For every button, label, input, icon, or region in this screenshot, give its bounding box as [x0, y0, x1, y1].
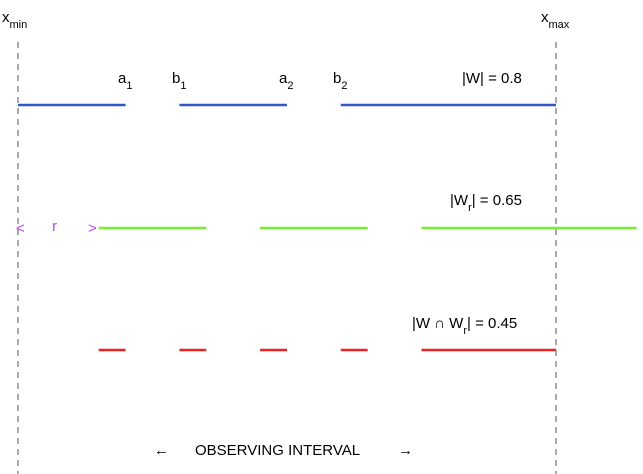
caption-left-arrow: ← — [154, 442, 169, 459]
b1-label: b1 — [172, 70, 186, 92]
a2-label: a2 — [279, 70, 293, 92]
caption-text: OBSERVING INTERVAL — [195, 442, 360, 459]
caption-right-arrow: → — [398, 442, 413, 459]
a1-label: a1 — [118, 70, 132, 92]
wr-size-label: |Wr| = 0.65 — [450, 192, 522, 214]
shift-right-arrow: > — [88, 220, 97, 237]
shift-r-label: r — [52, 218, 57, 235]
x-max-label: xmax — [541, 9, 570, 31]
x-min-label: xmin — [2, 9, 27, 31]
b2-label: b2 — [333, 70, 347, 92]
segments-layer — [18, 103, 637, 352]
w-size-label: |W| = 0.8 — [462, 70, 522, 87]
shift-left-arrow: < — [16, 220, 25, 237]
intersection-size-label: |W ∩ Wr| = 0.45 — [412, 315, 517, 337]
